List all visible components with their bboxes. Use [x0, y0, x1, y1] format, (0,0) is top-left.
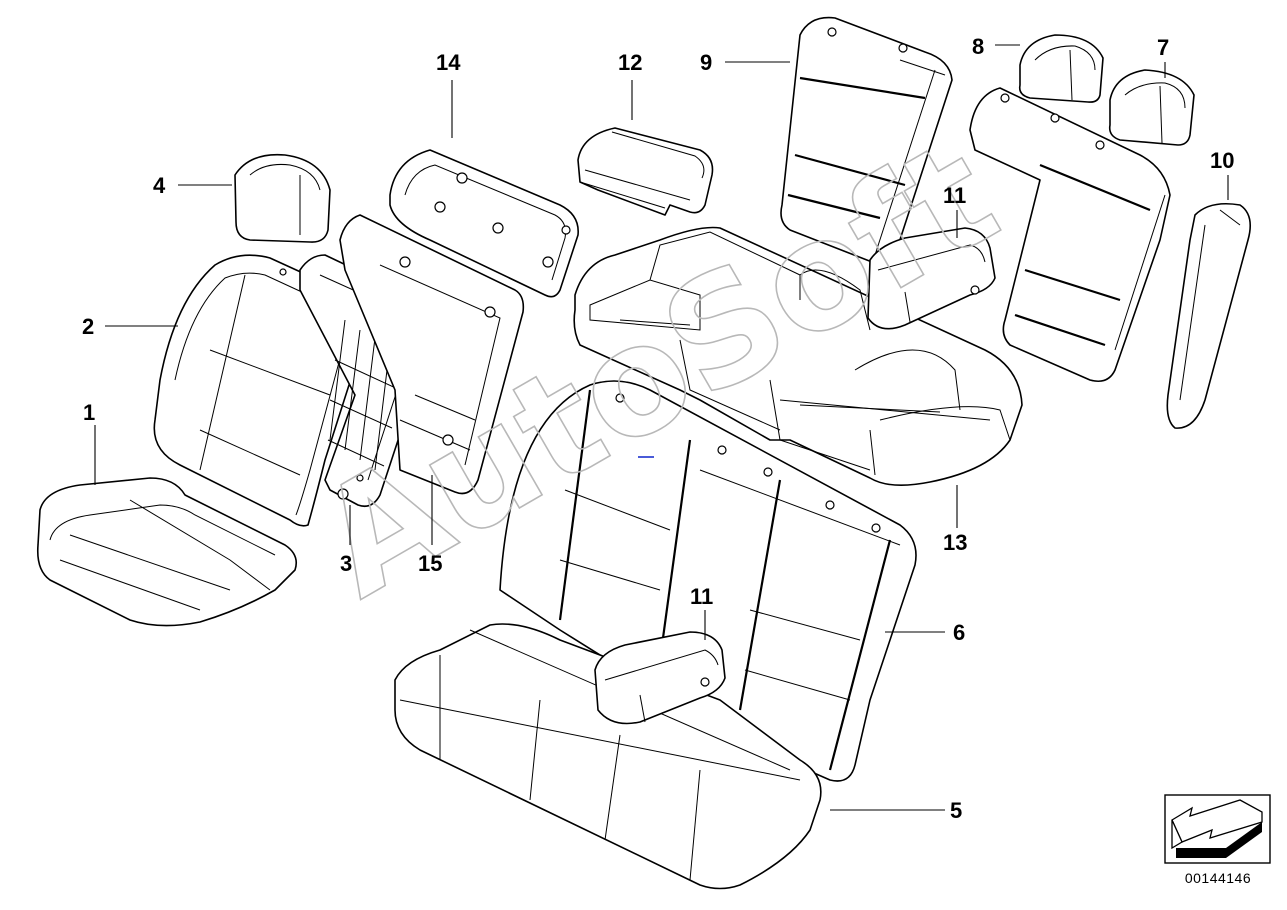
part-13-rear-cushion-frame[interactable] — [573, 226, 1023, 486]
callout-10: 10 — [1210, 148, 1234, 173]
callout-12: 12 — [618, 50, 642, 75]
callout-11-upper: 11 — [943, 183, 966, 208]
callout-11-lower: 11 — [690, 584, 713, 609]
part-14-trim-panel[interactable] — [389, 149, 579, 298]
part-1-seat-cushion-cover[interactable] — [36, 477, 298, 627]
rear-backrest-right-panel — [969, 87, 1171, 383]
callout-7: 7 — [1157, 35, 1169, 60]
part-10-side-bolster[interactable] — [1166, 202, 1251, 429]
callouts: 1 2 3 4 5 6 7 8 9 10 11 11 12 13 14 15 — [82, 34, 1234, 823]
part-4-headrest[interactable] — [234, 153, 331, 243]
callout-8: 8 — [972, 34, 984, 59]
callout-1: 1 — [83, 400, 95, 425]
leader-lines — [94, 44, 1229, 811]
callout-14: 14 — [436, 50, 461, 75]
part-15-rear-panel[interactable] — [339, 214, 525, 495]
part-6-rear-backrest[interactable] — [499, 380, 917, 782]
callout-5: 5 — [950, 798, 962, 823]
callout-3: 3 — [340, 551, 352, 576]
diagram-id-label: 00144146 — [1184, 870, 1252, 886]
part-5-rear-seat-cushion[interactable] — [394, 623, 822, 890]
part-9-rear-backrest[interactable] — [780, 16, 953, 265]
part-8-rear-headrest[interactable] — [1018, 34, 1104, 103]
callout-13: 13 — [943, 530, 967, 555]
part-12-armrest-trim[interactable] — [577, 127, 714, 216]
callout-6: 6 — [953, 620, 965, 645]
part-7-rear-headrest[interactable] — [1108, 69, 1195, 146]
direction-arrow-icon — [1164, 794, 1271, 864]
callout-9: 9 — [700, 50, 712, 75]
part-11-armrest-upper[interactable] — [867, 227, 996, 330]
callout-2: 2 — [82, 314, 94, 339]
callout-15: 15 — [418, 551, 442, 576]
part-11-armrest-lower[interactable] — [594, 631, 726, 725]
callout-4: 4 — [153, 173, 166, 198]
